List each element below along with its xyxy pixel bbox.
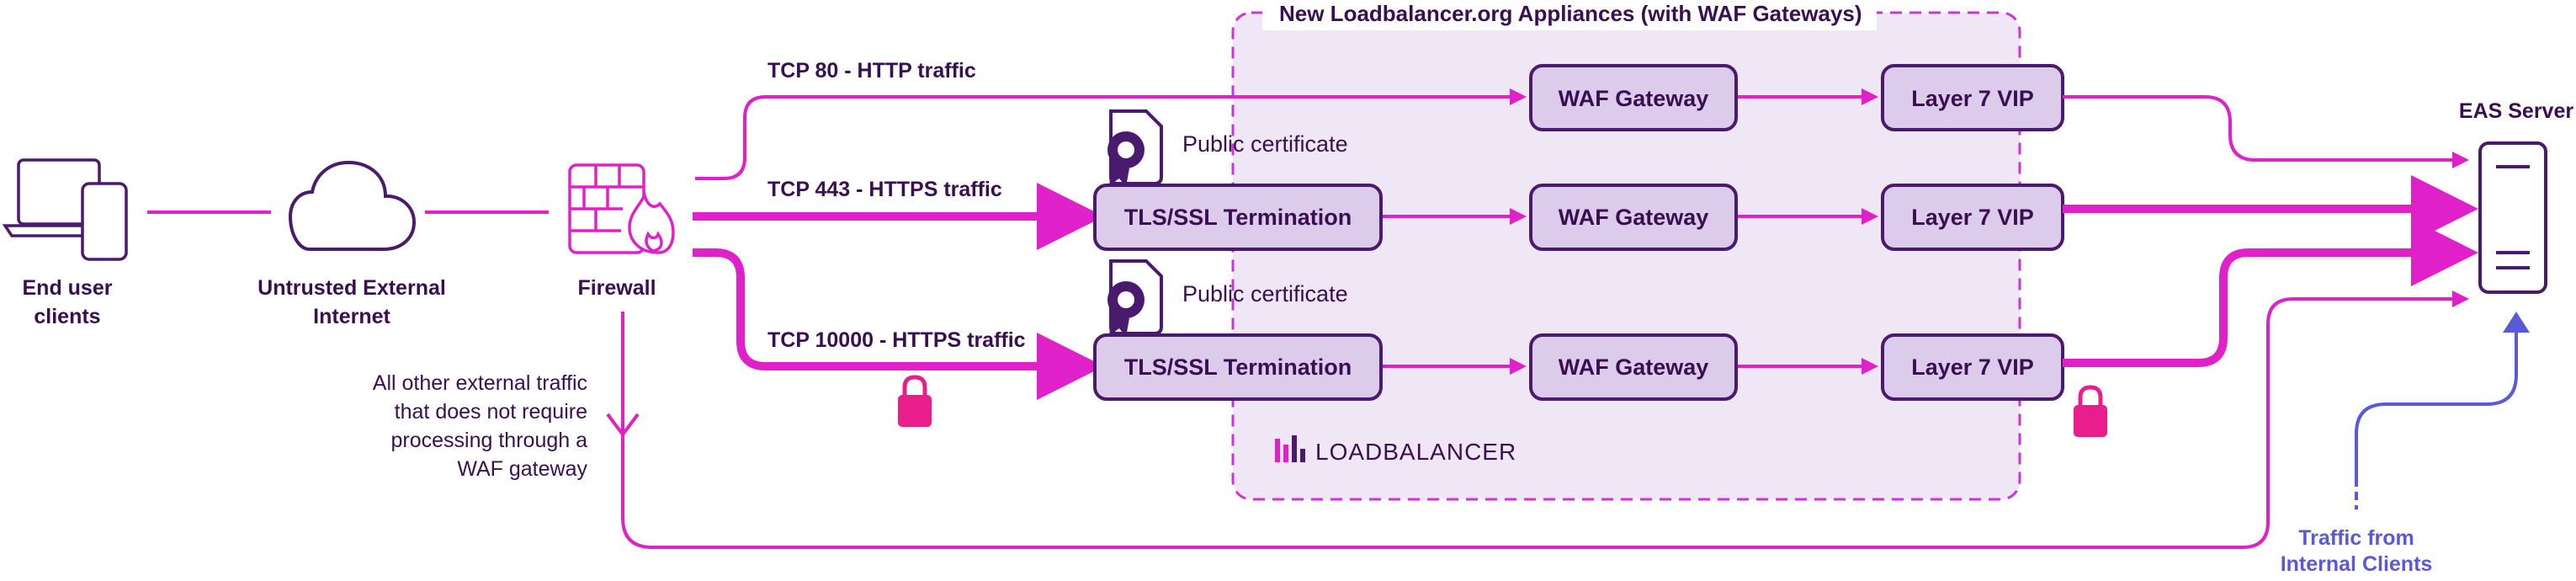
tls-termination-box-1 bbox=[1093, 184, 1383, 251]
certificate-label-1: Public certificate bbox=[1182, 131, 1348, 157]
other-traffic-line1: All other external traffic bbox=[373, 371, 587, 395]
laptop-phone-icon bbox=[2, 158, 128, 261]
waf-gateway-box-3 bbox=[1529, 333, 1738, 401]
brand-logo-text: LOADBALANCER bbox=[1315, 439, 1516, 465]
tls-termination-box-2 bbox=[1093, 333, 1383, 401]
tls-termination-label-1: TLS/SSL Termination bbox=[1124, 205, 1352, 230]
waf-gateway-box-2 bbox=[1529, 184, 1738, 251]
layer7-vip-label-2: Layer 7 VIP bbox=[1911, 205, 2034, 230]
bypass-chevron-icon bbox=[606, 413, 640, 438]
appliance-region: New Loadbalancer.org Appliances (with WA… bbox=[1231, 0, 2021, 501]
lock-icon-1 bbox=[898, 375, 932, 427]
bypass-path bbox=[621, 290, 2469, 549]
tcp80-label: TCP 80 - HTTP traffic bbox=[767, 59, 976, 83]
tcp443-label: TCP 443 - HTTPS traffic bbox=[767, 178, 1002, 201]
eas-server-label: EAS Server bbox=[2459, 99, 2573, 123]
internal-clients-line1: Traffic from bbox=[2298, 526, 2414, 550]
internal-clients-line2: Internal Clients bbox=[2281, 552, 2433, 576]
tcp80-path bbox=[695, 88, 1527, 180]
certificate-label-2: Public certificate bbox=[1182, 281, 1348, 306]
end-user-label-line1: End user bbox=[23, 276, 113, 300]
other-traffic-line4: WAF gateway bbox=[457, 457, 587, 481]
row1-vip-to-server-path bbox=[2063, 95, 2469, 168]
server-icon bbox=[2478, 141, 2547, 294]
other-traffic-line3: processing through a bbox=[391, 429, 588, 452]
appliance-region-title: New Loadbalancer.org Appliances (with WA… bbox=[1279, 1, 1862, 26]
tls-termination-label-2: TLS/SSL Termination bbox=[1124, 354, 1352, 380]
waf-gateway-label-2: WAF Gateway bbox=[1559, 205, 1709, 230]
row3-vip-to-server-path bbox=[2063, 219, 2478, 367]
loadbalancer-logo: LOADBALANCER bbox=[1275, 435, 1516, 465]
internal-arrow-head-icon bbox=[2503, 312, 2530, 333]
waf-gateway-label-1: WAF Gateway bbox=[1559, 86, 1709, 111]
tcp10000-label: TCP 10000 - HTTPS traffic bbox=[767, 328, 1026, 352]
certificate-icon-2 bbox=[1107, 259, 1163, 337]
tcp10000-path bbox=[693, 248, 1104, 400]
internal-traffic-path bbox=[2355, 324, 2518, 509]
lock-icon-2 bbox=[2074, 385, 2107, 437]
layer7-vip-label-1: Layer 7 VIP bbox=[1911, 86, 2034, 111]
layer7-vip-label-3: Layer 7 VIP bbox=[1911, 354, 2034, 380]
firewall-icon bbox=[568, 163, 675, 254]
other-traffic-line2: that does not require bbox=[395, 400, 587, 424]
layer7-vip-box-2 bbox=[1881, 184, 2064, 251]
waf-gateway-label-3: WAF Gateway bbox=[1559, 354, 1709, 380]
end-user-label-line2: clients bbox=[34, 305, 100, 328]
certificate-icon-1 bbox=[1107, 109, 1163, 187]
firewall-label: Firewall bbox=[577, 276, 656, 300]
cloud-icon bbox=[288, 160, 417, 251]
internet-label-line2: Internet bbox=[313, 305, 390, 328]
internet-label-line1: Untrusted External bbox=[258, 276, 446, 300]
waf-gateway-box-1 bbox=[1529, 64, 1738, 131]
